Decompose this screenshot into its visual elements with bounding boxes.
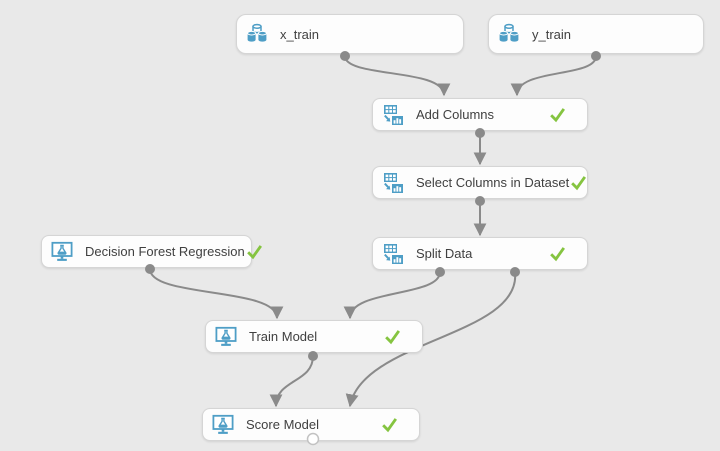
dataset-cylinders-icon bbox=[497, 22, 521, 46]
check-icon bbox=[245, 242, 264, 261]
connection-split-data-to-train-model[interactable] bbox=[343, 271, 441, 320]
table-transform-icon bbox=[381, 171, 405, 195]
node-x-train[interactable]: x_train bbox=[236, 14, 464, 54]
model-flask-monitor-icon bbox=[50, 240, 74, 264]
node-split-data[interactable]: Split Data bbox=[372, 237, 588, 270]
node-label: x_train bbox=[280, 26, 320, 42]
node-label: Score Model bbox=[246, 417, 319, 432]
node-score-model[interactable]: Score Model bbox=[202, 408, 420, 441]
check-icon bbox=[548, 105, 567, 124]
node-y-train[interactable]: y_train bbox=[488, 14, 704, 54]
connection-decision-forest-to-train-model[interactable] bbox=[149, 268, 284, 320]
node-label: Add Columns bbox=[416, 107, 495, 122]
table-transform-icon bbox=[381, 242, 405, 266]
node-add-columns[interactable]: Add Columns bbox=[372, 98, 588, 131]
check-icon bbox=[569, 173, 588, 192]
check-icon bbox=[548, 244, 567, 263]
node-label: y_train bbox=[532, 26, 572, 42]
dataset-cylinders-icon bbox=[245, 22, 269, 46]
node-train-model[interactable]: Train Model bbox=[205, 320, 423, 353]
connection-train-model-to-score-model[interactable] bbox=[269, 355, 314, 408]
model-flask-monitor-icon bbox=[211, 413, 235, 437]
connection-y-train-to-add-columns[interactable] bbox=[510, 55, 597, 97]
node-label: Split Data bbox=[416, 246, 473, 261]
connection-split-data-to-score-model[interactable] bbox=[345, 271, 517, 408]
check-icon bbox=[383, 327, 402, 346]
connection-x-train-to-add-columns[interactable] bbox=[344, 55, 451, 97]
node-label: Decision Forest Regression bbox=[85, 244, 245, 259]
model-flask-monitor-icon bbox=[214, 325, 238, 349]
node-select-columns-in-dataset[interactable]: Select Columns in Dataset bbox=[372, 166, 588, 199]
node-decision-forest-regression[interactable]: Decision Forest Regression bbox=[41, 235, 262, 268]
table-transform-icon bbox=[381, 103, 405, 127]
node-label: Train Model bbox=[249, 329, 318, 344]
check-icon bbox=[380, 415, 399, 434]
node-label: Select Columns in Dataset bbox=[416, 175, 570, 190]
